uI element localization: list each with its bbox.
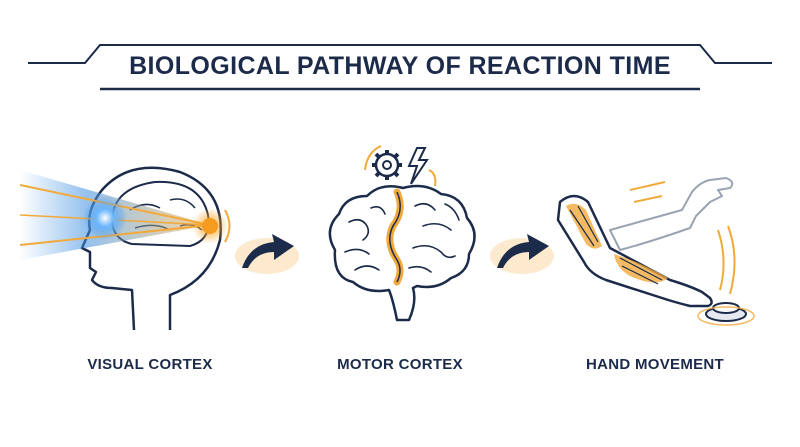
hand-movement-illustration — [550, 130, 780, 340]
page-title: BIOLOGICAL PATHWAY OF REACTION TIME — [129, 52, 671, 80]
stage-label-visual-cortex: VISUAL CORTEX — [87, 356, 213, 373]
stage-label-hand-movement: HAND MOVEMENT — [585, 356, 725, 373]
arm-pressing-button-icon — [556, 177, 755, 326]
brain-gear-bolt-icon — [328, 145, 476, 322]
visual-cortex-illustration — [20, 130, 250, 340]
title-frame — [28, 44, 772, 91]
stage-label-motor-cortex: MOTOR CORTEX — [337, 356, 463, 373]
motor-cortex-illustration — [305, 130, 495, 340]
lightning-bolt-icon — [407, 147, 429, 185]
arrow-1-icon — [235, 234, 299, 274]
eye-to-brain-icon — [20, 166, 231, 331]
gear-icon — [372, 150, 402, 180]
arrow-2-icon — [490, 234, 554, 274]
